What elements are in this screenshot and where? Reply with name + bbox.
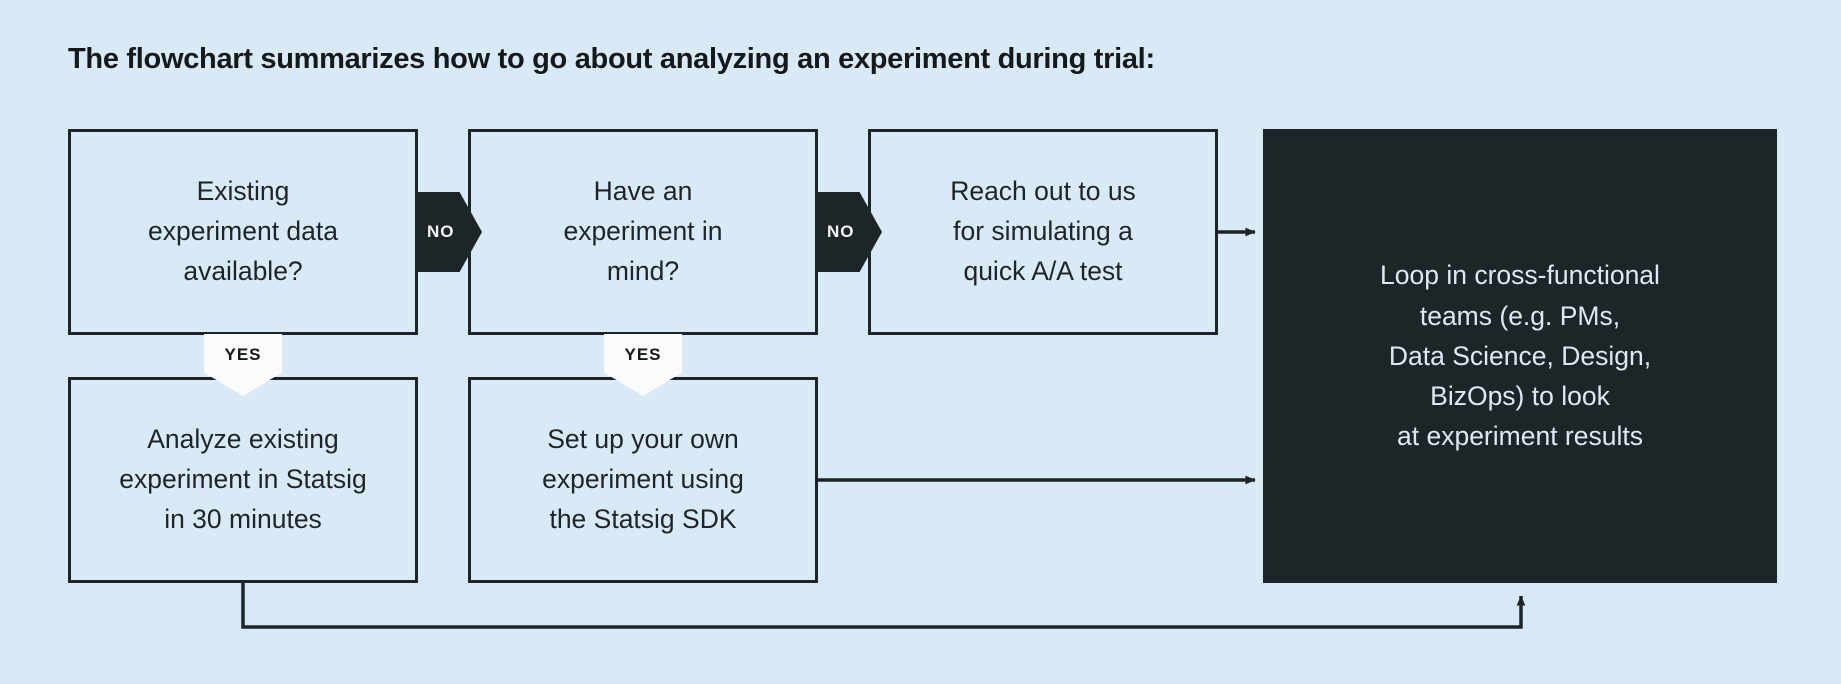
node-existing-data[interactable]: Existing experiment data available? [68, 129, 418, 335]
node-analyze-existing[interactable]: Analyze existing experiment in Statsig i… [68, 377, 418, 583]
edge-analyze-to-loop [241, 583, 1526, 629]
node-reach-out[interactable]: Reach out to us for simulating a quick A… [868, 129, 1218, 335]
node-loop-in-teams[interactable]: Loop in cross-functional teams (e.g. PMs… [1263, 129, 1777, 583]
node-set-up-own[interactable]: Set up your own experiment using the Sta… [468, 377, 818, 583]
page-title: The flowchart summarizes how to go about… [68, 43, 1155, 75]
node-have-experiment[interactable]: Have an experiment in mind? [468, 129, 818, 335]
